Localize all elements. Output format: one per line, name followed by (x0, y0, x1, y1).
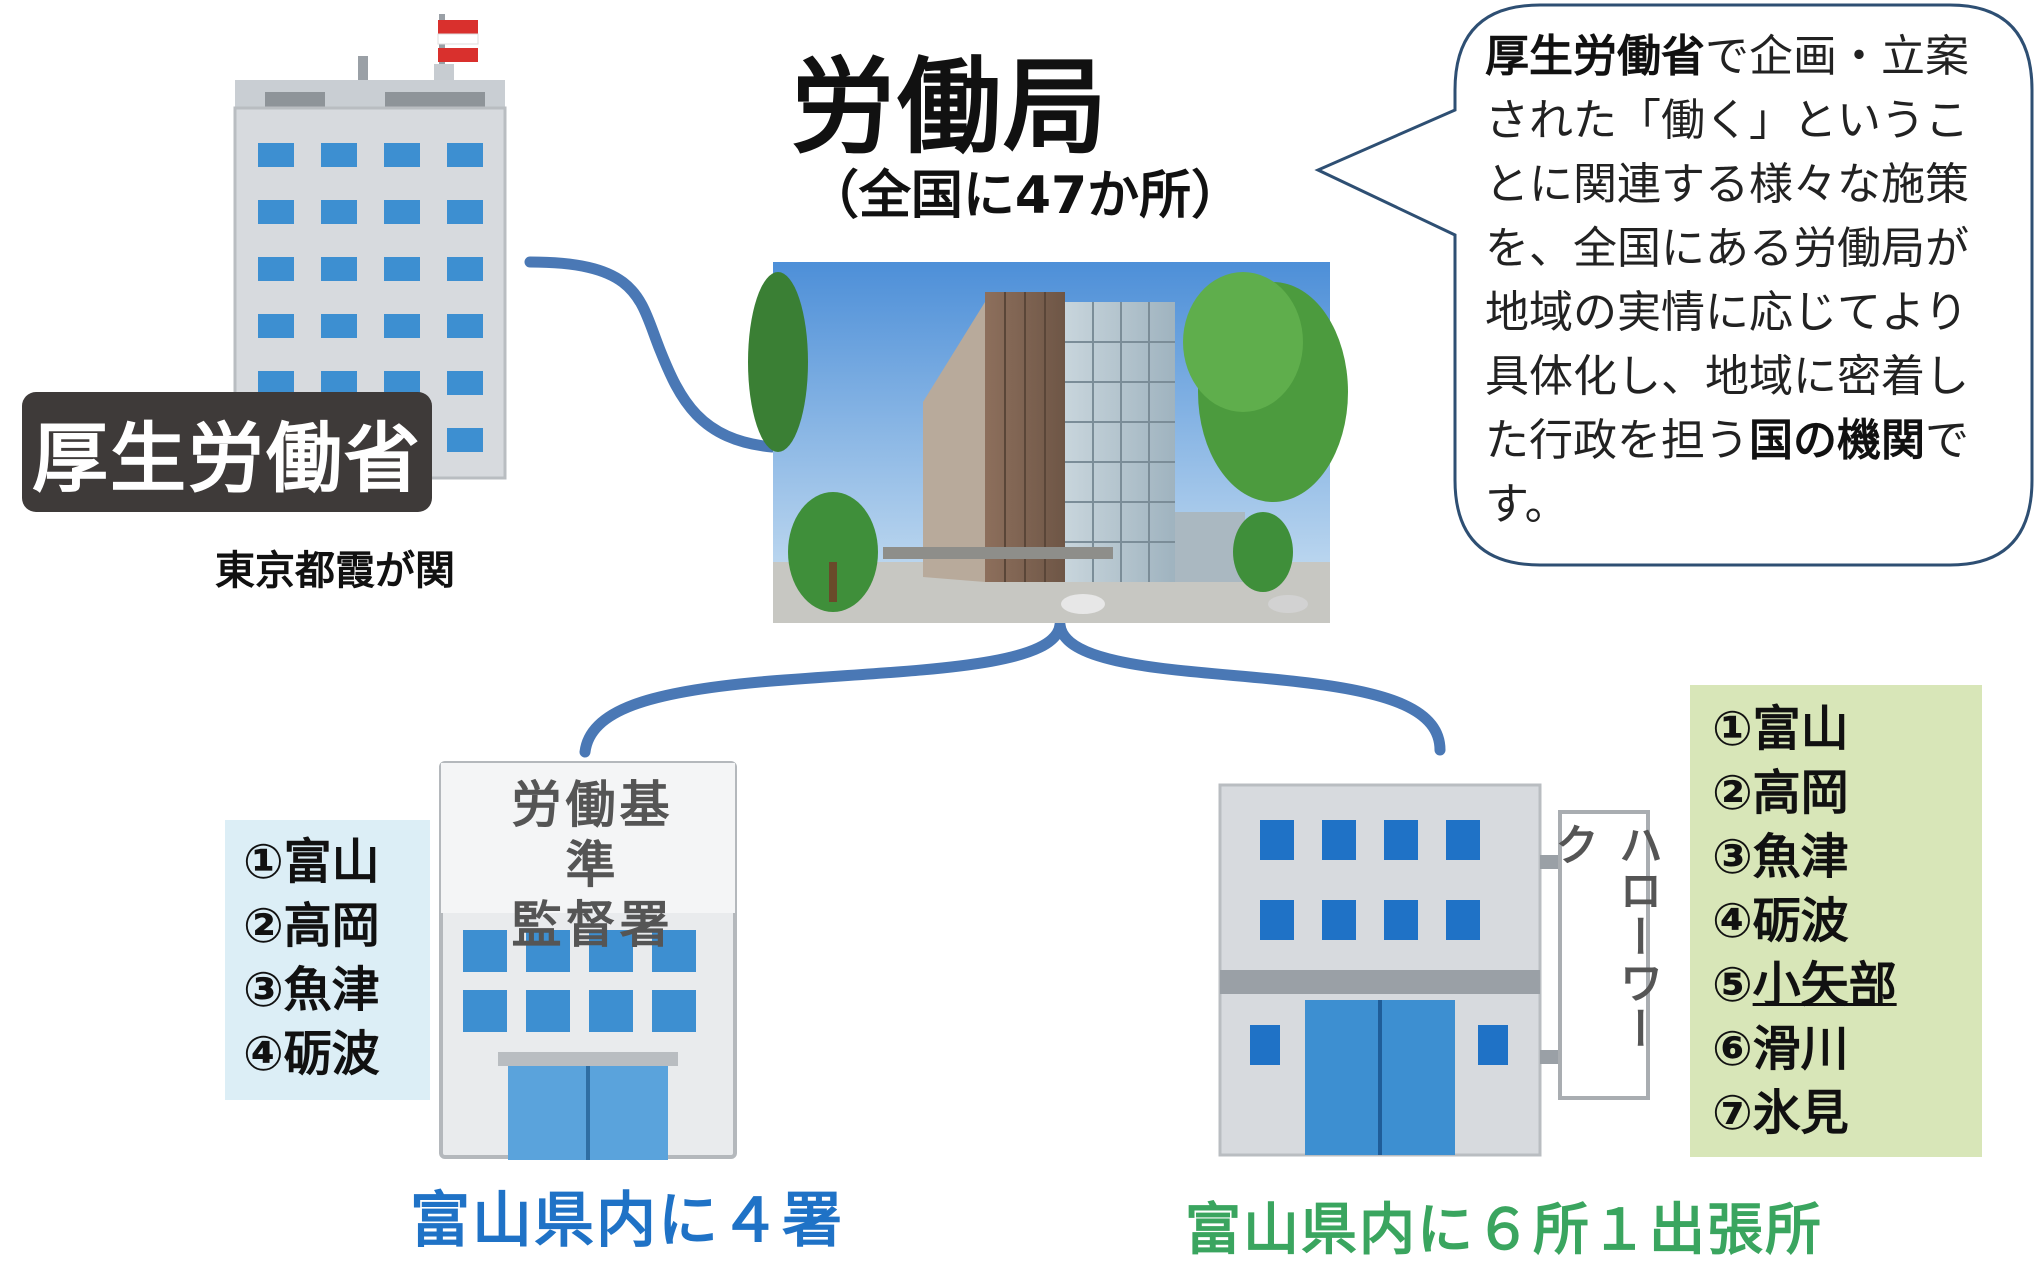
list-item: ③魚津 (1712, 829, 1849, 885)
list-item: ③魚津 (243, 962, 380, 1018)
bureau-title: 労働局 (790, 46, 1109, 168)
connector-bureau-to-kantoku (579, 619, 1066, 758)
hellowork-sign: ハローワーク (1547, 810, 1662, 1100)
list-item: ④砺波 (1712, 893, 1849, 949)
kantoku-sign-line1: 労働基準 (511, 776, 674, 894)
mhlw-label: 厚生労働省 (22, 392, 432, 512)
labor-bureau-photo (748, 262, 1348, 623)
bubble-text: 厚生労働省で企画・立案された「働く」ということに関連する様々な施策を、全国にある… (1485, 25, 2005, 537)
hellowork-sign-text: ハローワーク (1547, 822, 1662, 1052)
list-item: ④砺波 (243, 1026, 380, 1082)
connector-mhlw-to-bureau (524, 256, 778, 453)
speech-bubble (1314, 3, 2034, 567)
kantoku-caption: 富山県内に４署 (410, 1186, 844, 1256)
list-item-branch: ⑤小矢部 (1712, 953, 1982, 1017)
bureau-subtitle: （全国に47か所） (806, 166, 1244, 226)
hellowork-caption: 富山県内に６所１出張所 (1185, 1198, 1823, 1263)
bubble-bold-agency: 国の機関 (1749, 415, 1925, 466)
branch-number: ⑤ (1712, 957, 1753, 1013)
kantoku-office-list: ①富山 ②高岡 ③魚津 ④砺波 (225, 820, 430, 1100)
hellowork-office-list: ①富山 ②高岡 ③魚津 ④砺波 ⑤小矢部 ⑥滑川 ⑦氷見 (1690, 685, 1982, 1157)
kantoku-sign-line2: 監督署 (511, 896, 674, 954)
hello-work-office-icon (1218, 783, 1580, 1157)
list-item: ⑥滑川 (1712, 1021, 1849, 1077)
branch-name: 小矢部 (1752, 957, 1897, 1013)
kantoku-sign: 労働基準 監督署 (485, 775, 700, 955)
list-item: ②高岡 (243, 898, 380, 954)
labor-standards-office-icon (439, 761, 737, 1160)
list-item: ②高岡 (1712, 765, 1849, 821)
list-item: ①富山 (1712, 701, 1849, 757)
connector-bureau-to-hellowork (1054, 619, 1446, 756)
list-item: ①富山 (243, 834, 380, 890)
mhlw-location: 東京都霞が関 (215, 548, 455, 594)
mhlw-label-text: 厚生労働省 (32, 414, 422, 503)
bubble-end: です。 (1485, 415, 1969, 530)
bubble-bold-mhlw: 厚生労働省 (1485, 31, 1705, 82)
bubble-body: で企画・立案された「働く」ということに関連する様々な施策を、全国にある労働局が地… (1485, 31, 1969, 466)
list-item: ⑦氷見 (1712, 1085, 1849, 1141)
